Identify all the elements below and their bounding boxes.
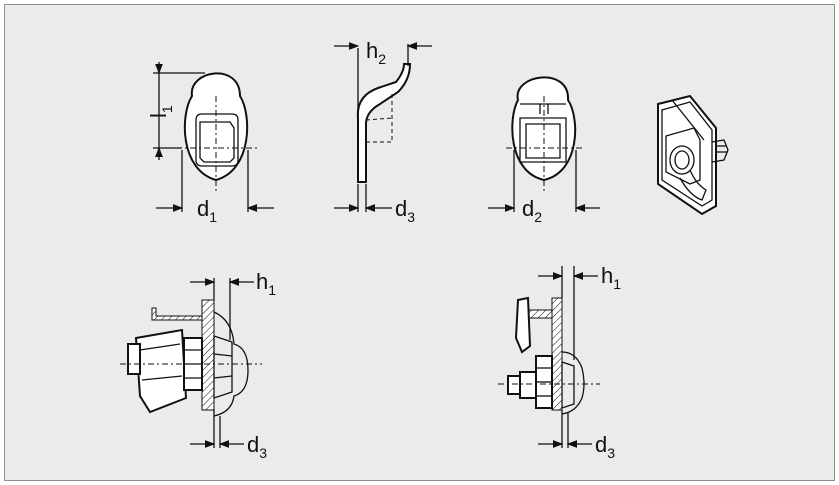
d3-right-label: d3: [595, 432, 615, 461]
h1-left-label: h1: [256, 269, 276, 298]
d3-top-label: d3: [395, 196, 415, 225]
cam-front-view-d1: [153, 62, 274, 212]
lock-isometric-view: [657, 94, 729, 216]
lock-assembly-right: [498, 266, 600, 448]
h1-right-label: h1: [601, 263, 621, 292]
d2-label: d2: [522, 196, 542, 225]
cam-front-view-d2: [488, 76, 600, 212]
d3-left-label: d3: [247, 432, 267, 461]
cam-side-view: [334, 42, 432, 212]
h2-label: h2: [366, 38, 386, 67]
lock-assembly-left: [120, 278, 262, 448]
d1-label: d1: [197, 196, 217, 225]
l1-label: l1: [146, 105, 175, 118]
